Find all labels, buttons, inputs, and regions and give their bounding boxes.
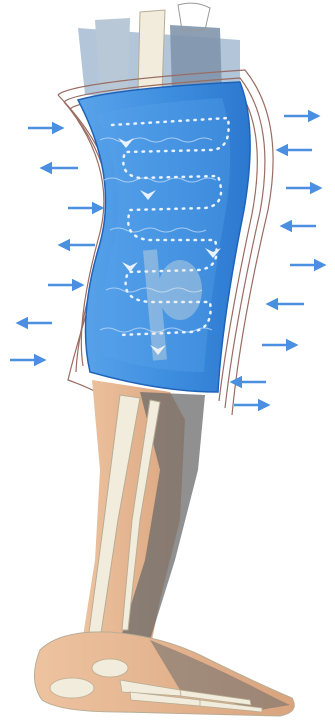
foot — [34, 632, 294, 716]
lower-leg — [80, 380, 205, 655]
